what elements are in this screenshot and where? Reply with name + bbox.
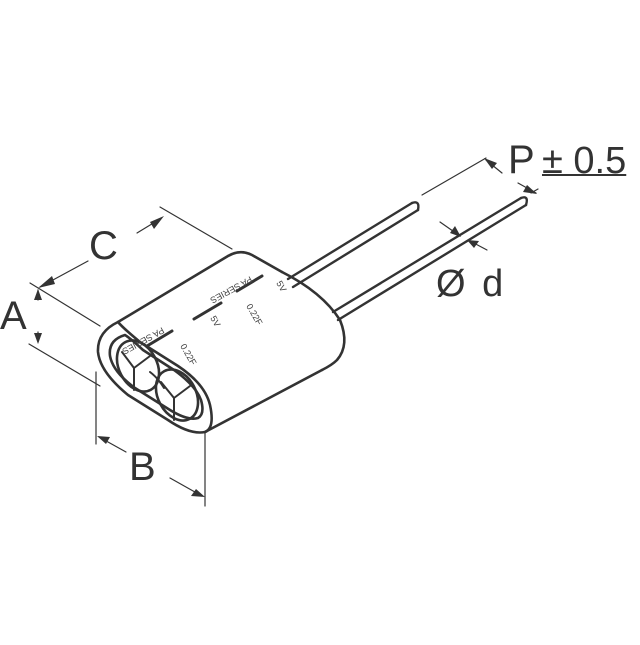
dimension-label-c: C: [89, 224, 118, 268]
marking-volt-1: 5V: [208, 314, 222, 329]
dimension-b-lines: [95, 371, 206, 507]
dimension-label-b: B: [129, 445, 156, 489]
dimension-label-p: P: [508, 138, 535, 182]
dimension-d-lines: [439, 221, 488, 251]
diameter-symbol: Ø: [436, 263, 466, 305]
dimension-label-diameter: Ø d: [436, 265, 503, 303]
dimension-p-lines: [421, 157, 539, 196]
marking-bars: [145, 274, 264, 348]
dimension-label-a: A: [0, 294, 27, 338]
diameter-d: d: [482, 263, 504, 305]
dimension-c-lines: [29, 206, 233, 327]
dimension-p-tolerance: ± 0.5: [542, 142, 626, 180]
marking-volt-2: 5V: [274, 279, 288, 294]
marking-cap-2: 0.22F: [244, 302, 264, 327]
tolerance-text: ± 0.5: [542, 140, 627, 182]
lead-upper: [286, 201, 420, 289]
lead-lower: [331, 196, 529, 322]
marking-series-2: PA SERIES: [208, 274, 253, 305]
capacitor-body: [116, 250, 346, 434]
marking-cap-1: 0.22F: [178, 342, 198, 367]
dimension-a-lines: [28, 289, 101, 387]
